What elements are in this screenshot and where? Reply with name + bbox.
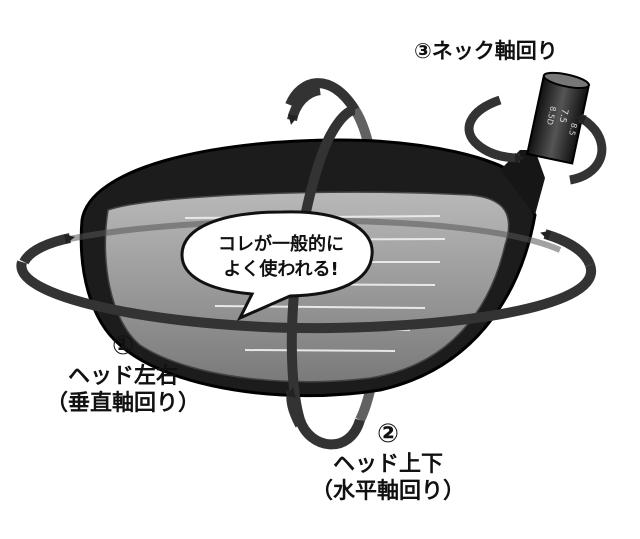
sleeve-mark-2: 7.5 xyxy=(557,108,570,124)
sleeve-mark-3: 8.5 xyxy=(567,122,578,136)
arrow-top-vertical xyxy=(287,85,322,125)
label-number-2: ② xyxy=(376,419,399,449)
arrow-left-horizontal xyxy=(19,233,75,265)
bubble-line-1: コレが一般的に xyxy=(218,234,344,255)
horizontal-ring-front xyxy=(16,260,597,334)
hosel xyxy=(500,150,545,215)
neck-axis-label: ③ネック軸回り xyxy=(414,39,558,63)
sleeve-mark-1: 8.5D xyxy=(545,105,558,125)
adjustable-sleeve: 8.5D 7.5 8.5 xyxy=(526,71,591,165)
head-left-right-subtitle: （垂直軸回り） xyxy=(45,391,200,416)
arrow-right-horizontal xyxy=(540,229,595,268)
head-left-right-label: ① ヘッド左右 （垂直軸回り） xyxy=(28,330,218,418)
label-number-1: ① xyxy=(111,331,134,361)
vertical-loop-front xyxy=(285,78,365,450)
head-up-down-subtitle: （水平軸回り） xyxy=(310,479,465,504)
speech-bubble xyxy=(180,210,374,322)
head-left-right-title: ヘッド左右 xyxy=(67,363,178,389)
arrow-bottom-vertical xyxy=(285,387,305,428)
neck-arrow-right xyxy=(569,113,607,185)
bubble-text: コレが一般的に よく使われる! xyxy=(186,232,376,282)
head-up-down-label: ② ヘッド上下 （水平軸回り） xyxy=(288,418,488,506)
neck-arrow-left xyxy=(464,95,525,163)
head-up-down-title: ヘッド上下 xyxy=(332,451,443,477)
bubble-line-2: よく使われる! xyxy=(223,259,339,281)
